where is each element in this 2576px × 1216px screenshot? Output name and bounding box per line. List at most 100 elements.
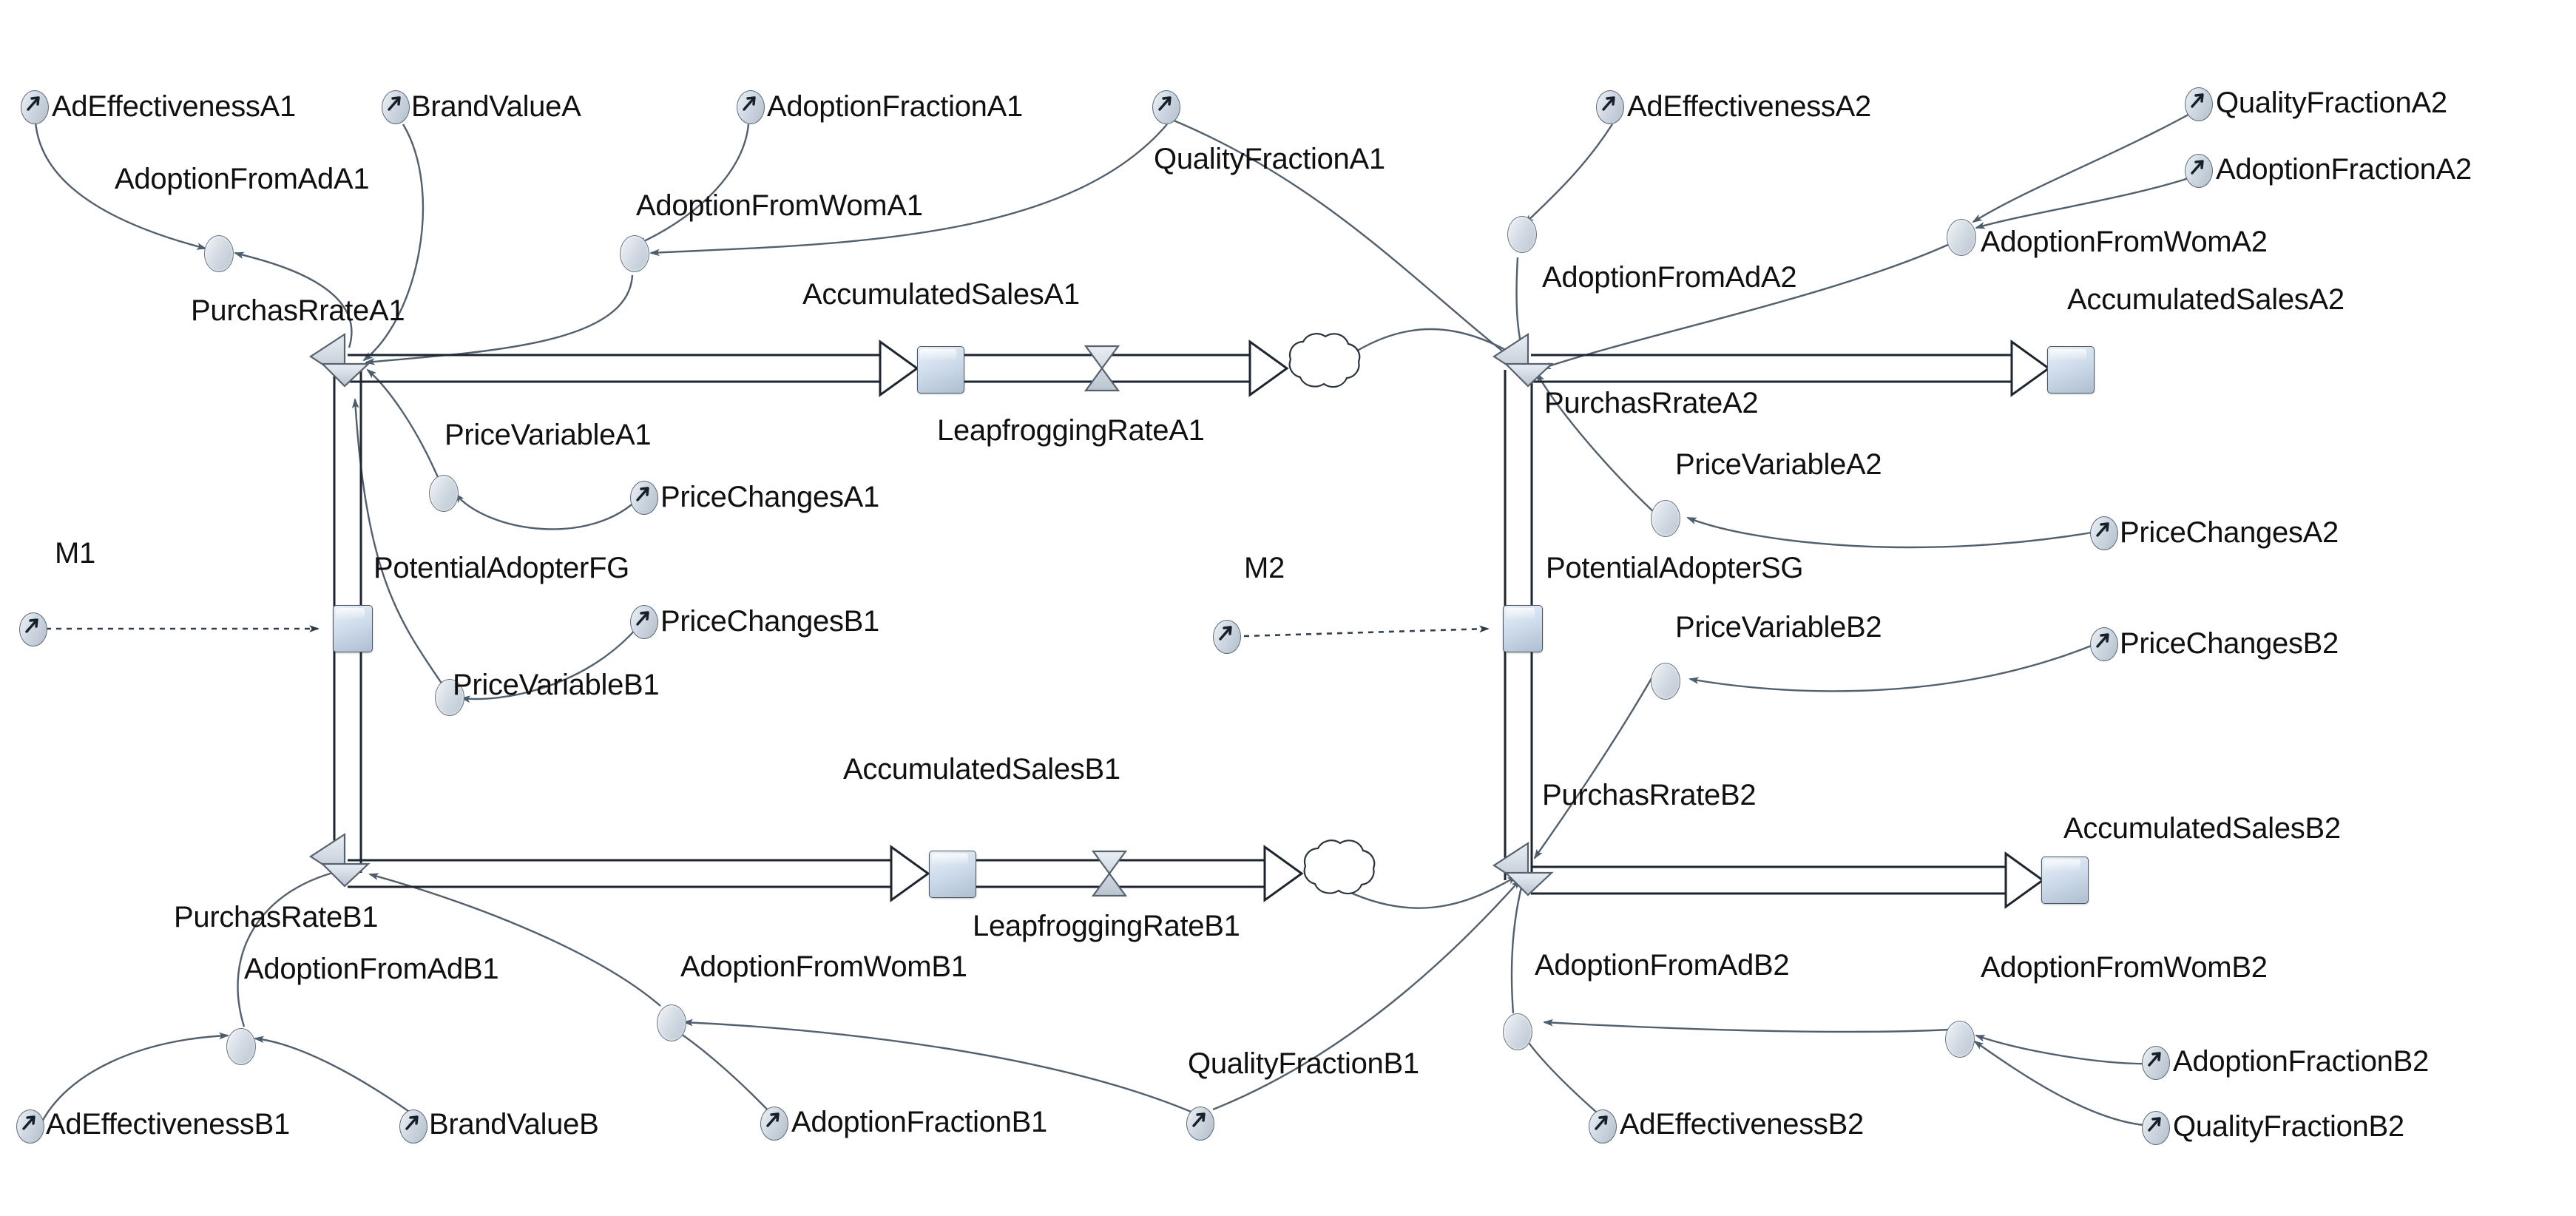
label-adoption-from-ad-a2: AdoptionFromAdA2 bbox=[1542, 261, 1797, 294]
param-pointer-icon bbox=[743, 96, 756, 111]
label-quality-fraction-a2: QualityFractionA2 bbox=[2216, 87, 2447, 119]
param-adoption-fraction-a2[interactable] bbox=[2185, 154, 2213, 188]
param-pointer-icon bbox=[2096, 522, 2109, 537]
param-price-changes-b1[interactable] bbox=[630, 605, 658, 639]
aux-adoption-from-ad-a1[interactable] bbox=[204, 235, 234, 272]
aux-adoption-from-wom-b1[interactable] bbox=[657, 1004, 686, 1041]
label-price-changes-b1: PriceChangesB1 bbox=[660, 605, 879, 638]
param-pointer-icon bbox=[1602, 96, 1615, 111]
aux-adoption-from-ad-a2[interactable] bbox=[1507, 216, 1537, 253]
label-adoption-fraction-a2: AdoptionFractionA2 bbox=[2216, 153, 2472, 186]
param-pointer-icon bbox=[636, 611, 649, 626]
param-pointer-icon bbox=[1595, 1115, 1608, 1130]
param-pointer-icon bbox=[1192, 1112, 1206, 1127]
label-price-variable-a2: PriceVariableA2 bbox=[1675, 448, 1882, 481]
param-disc-icon bbox=[16, 1109, 44, 1144]
param-pointer-icon bbox=[27, 96, 40, 111]
param-price-changes-a1[interactable] bbox=[630, 481, 658, 515]
param-pointer-icon bbox=[388, 96, 401, 111]
label-quality-fraction-a1: QualityFractionA1 bbox=[1154, 143, 1385, 175]
aux-price-variable-b2[interactable] bbox=[1651, 663, 1680, 700]
label-adoption-fraction-a1: AdoptionFractionA1 bbox=[767, 90, 1023, 123]
param-adoption-fraction-b1[interactable] bbox=[760, 1107, 788, 1141]
param-disc-icon bbox=[21, 90, 49, 124]
param-pointer-icon bbox=[405, 1115, 419, 1130]
param-disc-icon bbox=[399, 1109, 427, 1144]
param-disc-icon bbox=[630, 605, 658, 639]
label-potential-adopter-sg: PotentialAdopterSG bbox=[1546, 552, 1804, 584]
param-brand-value-a[interactable] bbox=[382, 90, 410, 124]
label-purchas-rrate-a1: PurchasRrateA1 bbox=[191, 294, 405, 327]
label-accumulated-sales-b2: AccumulatedSalesB2 bbox=[2063, 812, 2341, 845]
stock-accumulated-sales-a1[interactable] bbox=[917, 346, 964, 393]
stock-accumulated-sales-b2[interactable] bbox=[2041, 857, 2089, 904]
param-disc-icon bbox=[2090, 627, 2118, 661]
label-accumulated-sales-a2: AccumulatedSalesA2 bbox=[2067, 283, 2345, 316]
label-adoption-fraction-b1: AdoptionFractionB1 bbox=[791, 1106, 1047, 1138]
param-pointer-icon bbox=[1158, 96, 1172, 111]
param-price-changes-a2[interactable] bbox=[2090, 516, 2118, 550]
param-disc-icon bbox=[382, 90, 410, 124]
label-accumulated-sales-a1: AccumulatedSalesA1 bbox=[802, 278, 1080, 311]
label-accumulated-sales-b1: AccumulatedSalesB1 bbox=[843, 753, 1120, 786]
label-purchas-rrate-b2: PurchasRrateB2 bbox=[1542, 779, 1757, 811]
aux-adoption-from-wom-a1[interactable] bbox=[620, 235, 649, 272]
aux-adoption-from-ad-b2[interactable] bbox=[1503, 1013, 1532, 1050]
param-ad-effectiveness-b1[interactable] bbox=[16, 1109, 44, 1144]
param-m2[interactable] bbox=[1213, 620, 1241, 654]
label-ad-effectiveness-a2: AdEffectivenessA2 bbox=[1627, 90, 1871, 123]
param-quality-fraction-a1[interactable] bbox=[1152, 90, 1180, 124]
aux-price-variable-b1[interactable] bbox=[435, 679, 464, 716]
label-brand-value-b: BrandValueB bbox=[429, 1108, 599, 1141]
param-disc-icon bbox=[2090, 516, 2118, 550]
param-pointer-icon bbox=[636, 487, 649, 501]
param-quality-fraction-b2[interactable] bbox=[2142, 1111, 2170, 1145]
aux-price-variable-a2[interactable] bbox=[1651, 500, 1680, 537]
label-adoption-fraction-b2: AdoptionFractionB2 bbox=[2173, 1045, 2429, 1078]
param-quality-fraction-b1[interactable] bbox=[1186, 1107, 1214, 1141]
param-pointer-icon bbox=[22, 1115, 36, 1130]
stock-potential-adopter-sg[interactable] bbox=[1503, 605, 1543, 652]
param-quality-fraction-a2[interactable] bbox=[2185, 87, 2213, 121]
label-ad-effectiveness-a1: AdEffectivenessA1 bbox=[52, 90, 296, 123]
stock-accumulated-sales-b1[interactable] bbox=[929, 851, 976, 898]
param-disc-icon bbox=[630, 481, 658, 515]
label-adoption-from-ad-b2: AdoptionFromAdB2 bbox=[1535, 949, 1790, 982]
label-ad-effectiveness-b1: AdEffectivenessB1 bbox=[46, 1108, 290, 1141]
stock-accumulated-sales-a2[interactable] bbox=[2047, 346, 2095, 393]
param-disc-icon bbox=[2142, 1046, 2170, 1080]
param-pointer-icon bbox=[2096, 633, 2109, 648]
label-price-changes-a2: PriceChangesA2 bbox=[2120, 516, 2339, 549]
param-price-changes-b2[interactable] bbox=[2090, 627, 2118, 661]
label-adoption-from-wom-a2: AdoptionFromWomA2 bbox=[1981, 226, 2268, 258]
param-disc-icon bbox=[760, 1107, 788, 1141]
label-m2: M2 bbox=[1244, 552, 1285, 584]
label-adoption-from-wom-a1: AdoptionFromWomA1 bbox=[636, 189, 923, 222]
stock-potential-adopter-fg[interactable] bbox=[333, 605, 373, 652]
label-leapfrogging-rate-a1: LeapfroggingRateA1 bbox=[937, 414, 1205, 447]
param-disc-icon bbox=[737, 90, 765, 124]
param-pointer-icon bbox=[2191, 93, 2204, 108]
aux-adoption-from-wom-b2[interactable] bbox=[1945, 1021, 1975, 1058]
param-adoption-fraction-b2[interactable] bbox=[2142, 1046, 2170, 1080]
param-ad-effectiveness-b2[interactable] bbox=[1589, 1109, 1617, 1144]
label-brand-value-a: BrandValueA bbox=[411, 90, 581, 123]
label-purchas-rate-b1: PurchasRateB1 bbox=[174, 901, 379, 933]
aux-adoption-from-ad-b1[interactable] bbox=[226, 1028, 256, 1065]
param-m1[interactable] bbox=[19, 612, 47, 646]
param-ad-effectiveness-a2[interactable] bbox=[1596, 90, 1624, 124]
label-leapfrogging-rate-b1: LeapfroggingRateB1 bbox=[973, 910, 1240, 942]
param-adoption-fraction-a1[interactable] bbox=[737, 90, 765, 124]
aux-adoption-from-wom-a2[interactable] bbox=[1947, 219, 1976, 256]
label-potential-adopter-fg: PotentialAdopterFG bbox=[373, 552, 629, 584]
param-disc-icon bbox=[1213, 620, 1241, 654]
aux-price-variable-a1[interactable] bbox=[429, 475, 459, 512]
param-brand-value-b[interactable] bbox=[399, 1109, 427, 1144]
param-disc-icon bbox=[2185, 154, 2213, 188]
param-ad-effectiveness-a1[interactable] bbox=[21, 90, 49, 124]
label-price-variable-a1: PriceVariableA1 bbox=[444, 419, 652, 451]
param-pointer-icon bbox=[766, 1112, 780, 1127]
label-price-changes-a1: PriceChangesA1 bbox=[660, 481, 879, 513]
